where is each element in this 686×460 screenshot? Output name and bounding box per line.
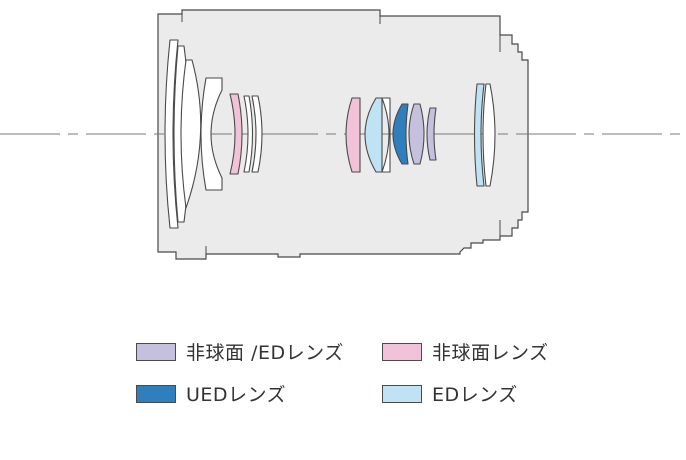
lens-construction-diagram	[0, 9, 686, 260]
lens-barrel	[157, 9, 529, 260]
lens-element-3	[180, 59, 202, 209]
lens-element-9	[364, 97, 383, 173]
lens-element-4	[200, 77, 223, 191]
lens-element-13	[426, 107, 437, 161]
lens-element-10	[381, 97, 391, 173]
lens-element-5	[229, 93, 243, 175]
lens-element-11	[392, 103, 409, 165]
legend-item-ed: EDレンズ	[382, 380, 518, 407]
lens-element-1	[164, 39, 179, 229]
lens-element-12	[408, 103, 425, 165]
lens-element-14	[473, 83, 485, 187]
barrel-detail	[181, 14, 501, 254]
lens-element-6	[243, 95, 254, 173]
legend-swatch-aspherical-ed	[136, 342, 176, 361]
legend-label-aspherical: 非球面レンズ	[432, 342, 549, 364]
legend-label-aspherical-ed: 非球面 /EDレンズ	[186, 342, 344, 364]
lens-element-15	[482, 83, 496, 187]
legend-item-aspherical: 非球面レンズ	[382, 338, 549, 365]
legend-swatch-ued	[136, 384, 176, 403]
legend-item-aspherical-ed: 非球面 /EDレンズ	[136, 338, 344, 365]
legend-swatch-aspherical	[382, 342, 422, 361]
legend-label-ed: EDレンズ	[432, 384, 518, 406]
legend-swatch-ed	[382, 384, 422, 403]
legend-item-ued: UEDレンズ	[136, 380, 286, 407]
legend-label-ued: UEDレンズ	[186, 384, 287, 406]
lens-element-8	[345, 97, 361, 173]
lens-element-7	[251, 95, 263, 173]
